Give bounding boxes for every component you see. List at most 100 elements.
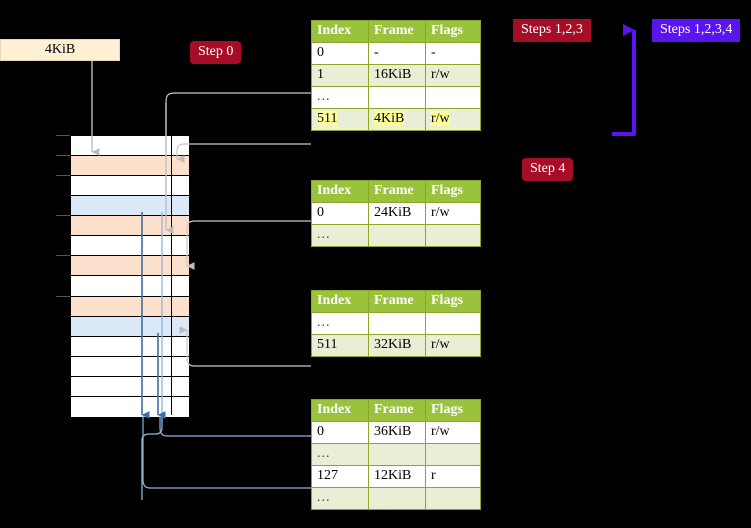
steps-1234-label: Steps 1,2,3,4: [660, 22, 733, 37]
table-cell: ...: [311, 224, 369, 247]
cell-value: 4KiB: [374, 111, 405, 126]
table-row: 511 32KiB r/w: [311, 334, 481, 357]
memory-frame-row: [71, 176, 189, 197]
memory-frame-row: [71, 196, 189, 217]
table-row: ...: [311, 224, 481, 247]
table-cell: [425, 312, 481, 335]
memory-frame-tick: [56, 155, 70, 157]
table-cell: ...: [311, 312, 369, 335]
column-header-frame: Frame: [368, 20, 426, 43]
column-header-flags: Flags: [425, 20, 481, 43]
table-cell: r/w: [425, 202, 481, 225]
cell-value: 511: [317, 337, 338, 352]
memory-size-label: 4KiB: [44, 42, 76, 57]
ellipsis-cell: ...: [317, 89, 331, 104]
cell-value: -: [431, 45, 436, 60]
physical-memory-grid: [70, 135, 190, 417]
table-row: ...: [311, 443, 481, 466]
memory-frame-row: [71, 136, 189, 157]
table-cell: [368, 224, 426, 247]
cell-value: 511: [317, 111, 338, 126]
cell-value: 127: [317, 468, 338, 483]
table-cell: [368, 487, 426, 510]
cell-value: 24KiB: [374, 205, 412, 220]
connector-pdpt-row0: [186, 220, 311, 270]
table-cell: 12KiB: [368, 465, 426, 488]
cell-value: r/w: [431, 337, 450, 352]
connector-pd-row511: [179, 326, 311, 367]
step-0-badge: Step 0: [190, 41, 242, 64]
table-cell: 127: [311, 465, 369, 488]
cell-value: r: [431, 468, 436, 483]
column-header-frame: Frame: [368, 290, 426, 313]
table-cell: 511: [311, 108, 369, 131]
steps-1234-badge: Steps 1,2,3,4: [652, 19, 741, 42]
memory-frame-tick: [56, 255, 70, 257]
table-cell: 0: [311, 421, 369, 444]
table-row: 511 4KiB r/w: [311, 108, 481, 131]
cell-value: 32KiB: [374, 337, 412, 352]
cell-value: 36KiB: [374, 424, 412, 439]
column-header-index: Index: [311, 180, 369, 203]
table-cell: -: [368, 42, 426, 65]
table-cell: 0: [311, 202, 369, 225]
cell-value: 12KiB: [374, 468, 412, 483]
table-cell: [425, 443, 481, 466]
column-header-frame: Frame: [368, 399, 426, 422]
cell-value: 1: [317, 67, 324, 82]
table-cell: [368, 443, 426, 466]
steps-123-badge: Steps 1,2,3: [513, 19, 591, 42]
column-header-index: Index: [311, 20, 369, 43]
cell-value: 0: [317, 205, 324, 220]
connector-pt-row127: [142, 416, 311, 489]
memory-frame-tick: [56, 215, 70, 217]
cell-value: 0: [317, 424, 324, 439]
step-4-badge: Step 4: [522, 158, 574, 181]
table-cell: 32KiB: [368, 334, 426, 357]
ellipsis-cell: ...: [317, 227, 331, 242]
table-cell: r: [425, 465, 481, 488]
column-header-flags: Flags: [425, 290, 481, 313]
table-cell: r/w: [425, 64, 481, 87]
table-cell: [368, 312, 426, 335]
cell-value: r/w: [431, 205, 450, 220]
step-0-label: Step 0: [198, 44, 234, 59]
ellipsis-cell: ...: [317, 490, 331, 505]
table-cell: ...: [311, 86, 369, 109]
table-cell: 16KiB: [368, 64, 426, 87]
steps-123-label: Steps 1,2,3: [521, 22, 583, 37]
connector-pml4-row511: [176, 143, 311, 163]
memory-grid-divider: [171, 136, 172, 415]
table-cell: ...: [311, 443, 369, 466]
cell-value: r/w: [431, 111, 450, 126]
table-cell: 511: [311, 334, 369, 357]
table-row: 0 --: [311, 42, 481, 65]
table-cell: r/w: [425, 334, 481, 357]
cell-value: 0: [317, 45, 324, 60]
column-header-flags: Flags: [425, 399, 481, 422]
table-row: 0 24KiB r/w: [311, 202, 481, 225]
table-cell: 4KiB: [368, 108, 426, 131]
arrow-steps-bracket: [612, 24, 636, 136]
connector-pt-row0: [159, 416, 311, 437]
table-cell: r/w: [425, 108, 481, 131]
table-cell: [425, 224, 481, 247]
column-header-flags: Flags: [425, 180, 481, 203]
ellipsis-cell: ...: [317, 315, 331, 330]
column-header-index: Index: [311, 290, 369, 313]
table-cell: 24KiB: [368, 202, 426, 225]
column-header-index: Index: [311, 399, 369, 422]
table-cell: [425, 86, 481, 109]
cell-value: r/w: [431, 424, 450, 439]
cell-value: 16KiB: [374, 67, 412, 82]
memory-frame-tick: [56, 295, 70, 297]
memory-frame-tick: [56, 175, 70, 177]
table-row: 127 12KiB r: [311, 465, 481, 488]
table-row: ...: [311, 86, 481, 109]
column-header-frame: Frame: [368, 180, 426, 203]
memory-frame-row: [71, 156, 189, 177]
table-cell: [368, 86, 426, 109]
